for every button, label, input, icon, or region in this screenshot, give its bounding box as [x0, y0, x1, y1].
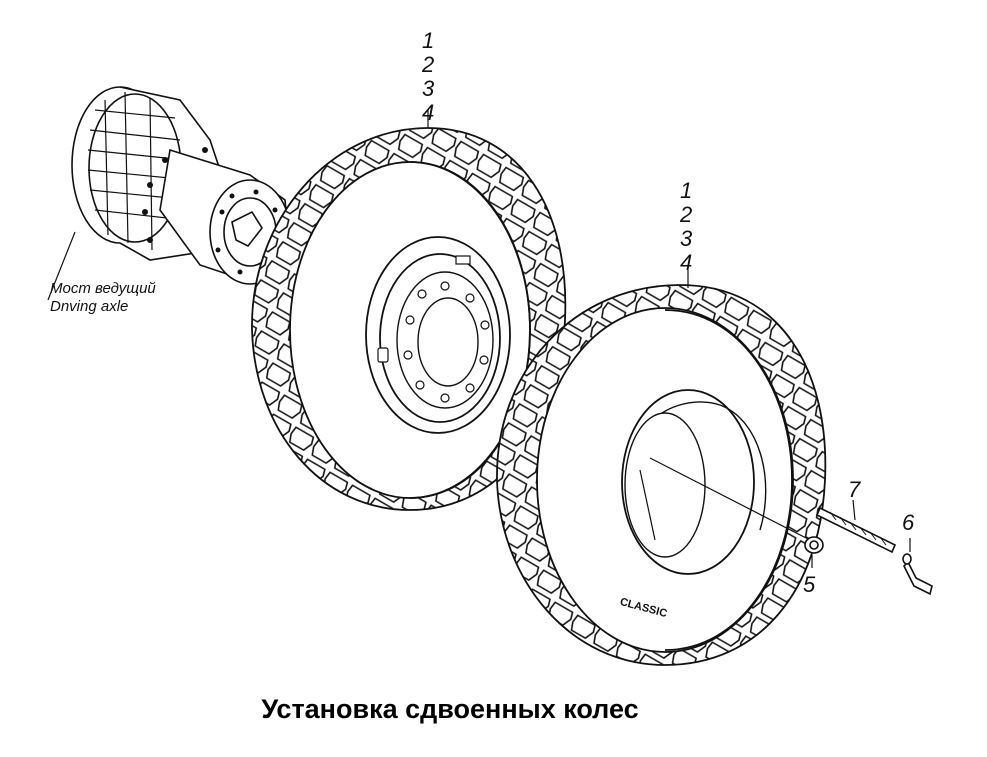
diagram-title: Установка сдвоенных колес — [261, 694, 639, 724]
driving-axle — [47, 86, 291, 301]
callout-wheel2-3: 3 — [680, 226, 693, 251]
callout-stud: 7 — [848, 477, 861, 502]
axle-label-ru: Мост ведущий — [50, 280, 156, 297]
callout-wheel2-1: 1 — [680, 178, 693, 203]
callout-wheel1-2: 2 — [422, 52, 435, 77]
assembly-axis-line — [649, 457, 811, 541]
wheel-stud — [815, 499, 897, 554]
axle-label: Мост ведущий Dnving axle — [50, 280, 156, 316]
wheel-outer: CLASSIC — [496, 270, 827, 666]
callout-wheel1-3: 3 — [422, 76, 435, 101]
callout-wheel2-2: 2 — [680, 202, 693, 227]
callout-wheel1-1: 1 — [422, 28, 435, 53]
callout-pin: 6 — [902, 510, 915, 535]
callout-wheel2-4: 4 — [680, 250, 693, 275]
axle-label-en: Dnving axle — [50, 298, 129, 315]
wheel-inner — [251, 110, 567, 511]
wheel-nut — [804, 536, 824, 568]
callout-nut: 5 — [803, 572, 816, 597]
callout-wheel1-4: 4 — [422, 100, 435, 125]
cotter-pin — [902, 538, 933, 596]
